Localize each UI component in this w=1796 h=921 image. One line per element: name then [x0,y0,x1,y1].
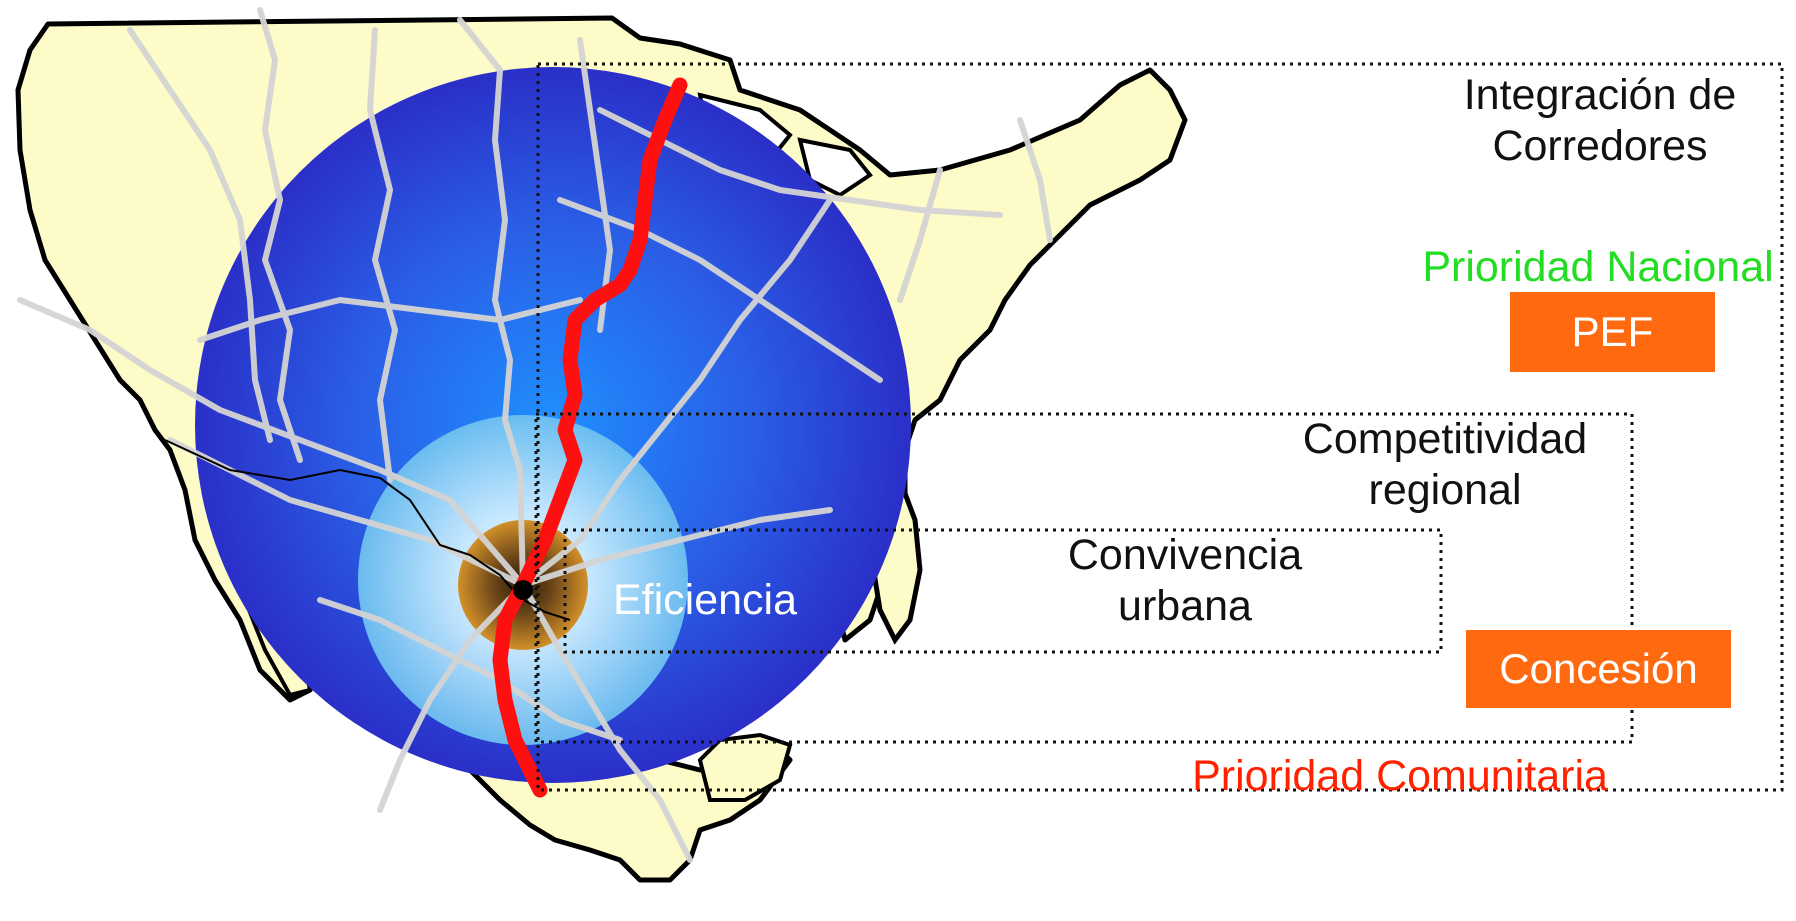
us-mexico-border [164,439,571,621]
label-convivencia-line2: urbana [1118,581,1252,630]
frame-integracion [536,62,1784,792]
label-convivencia-urbana: Convivencia urbana [1025,530,1345,631]
yucatan-peninsula [697,732,793,802]
label-prioridad-nacional: Prioridad Nacional [1422,243,1774,291]
city-dot-icon [513,580,533,600]
concesion-badge: Concesión [1466,630,1731,708]
pef-badge: PEF [1510,292,1715,372]
label-integracion-line1: Integración de [1463,71,1737,119]
label-eficiencia: Eficiencia [612,576,798,624]
label-prioridad-comunitaria: Prioridad Comunitaria [1192,752,1608,800]
label-competitividad-regional: Competitividad regional [1270,414,1620,515]
label-competitividad-line2: regional [1368,465,1522,514]
frame-convivencia [563,528,1443,654]
label-convivencia-line1: Convivencia [1067,531,1303,579]
label-integracion-line2: Corredores [1492,121,1708,170]
label-competitividad-line1: Competitividad [1302,415,1588,463]
label-integracion-corredores: Integración de Corredores [1430,70,1770,171]
